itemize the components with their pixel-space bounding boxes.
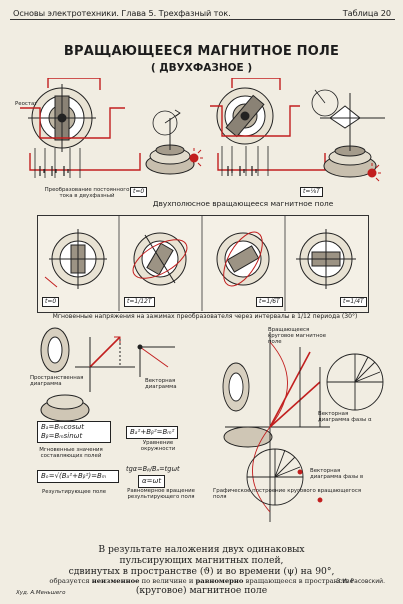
header-right: Таблица 20 [342,8,391,18]
conclusion-line-2: пульсирующих магнитных полей, [119,554,284,566]
caption-two-pole-field: Двухполюсное вращающееся магнитное поле [152,199,334,208]
label-instant-values: Мгновенные значения составляющих полей [39,447,103,460]
conclusion-4e: вращающееся в пространстве [245,577,354,586]
page-subtitle: ( ДВУХФАЗНОЕ ) [150,62,253,74]
formula-tg: tgα=Bᵦ/Bₐ=tgωt [126,465,180,473]
time-box-left: t=0 [130,187,148,197]
page-title: ВРАЩАЮЩЕЕСЯ МАГНИТНОЕ ПОЛЕ [63,44,340,59]
frame-3-time: t=1/6T [256,297,283,307]
red-sparks-right [367,163,381,182]
formula-circle: Bₐ²+Bᵦ²=Bₘ² [126,426,179,439]
red-wiring-left [20,78,141,171]
left-converter [28,84,96,152]
conclusion-line-1: В результате наложения двух одинаковых [98,544,305,555]
conclusion-line-5: (круговое) магнитное поле [135,585,268,597]
label-vector-phase-a: Векторная диаграмма фазы α [318,411,372,424]
formula-ba: Bₐ=Bₘcosωt [41,423,84,431]
frame-2 [132,232,188,286]
label-rotating-circular-field: Вращающееся круговое магнитное поле [268,327,327,346]
frame-4 [296,229,356,289]
frame-2-time: t=1/12T [124,297,155,307]
label-spatial-diagram: Пространственная диаграмма [30,375,84,388]
formula-bb: Bᵦ=Bₘsinωt [41,432,83,440]
red-sparks-left [189,148,203,167]
reostat-label: Реостат [15,101,38,107]
header-rule [10,19,395,20]
label-graphic-construction: Графическое построение кругового вращающ… [213,488,362,501]
red-wiring-right [210,78,326,171]
label-circle-equation: Уравнение окружности [140,440,176,453]
frame-4-time: t=1/4T [340,297,367,307]
mini-vector-right [311,89,339,117]
battery-left [39,166,69,176]
battery-right [227,166,257,176]
time-box-right: t=⅛T [300,187,323,197]
left-stator [145,118,195,175]
caption-converter: Преобразование постоянного тока в двухфа… [44,187,130,200]
left-spatial-diagram [40,327,135,422]
header-left: Основы электротехники. Глава 5. Трехфазн… [13,8,231,18]
label-uniform-rotation: Равномерное вращение результирующего пол… [127,488,195,501]
conclusion-text: В результате наложения двух одинаковых п… [0,544,403,597]
formula-components: Bₐ=Bₘcosωt Bᵦ=Bₘsinωt [37,421,111,443]
conclusion-line-4: образуется неизменное по величине и равн… [0,577,403,586]
artist-credit: Худ. А.Меньшего [16,590,66,596]
left-vector-diagram [137,344,175,377]
label-vector-diagram: Векторная диаграмма [145,378,177,391]
frame-3 [216,231,270,287]
lower-diagrams [40,327,384,522]
label-result-field: Результирующее поле [42,489,107,495]
formula-alpha: α=ωt [138,475,166,488]
top-machines-diagram [20,78,385,182]
right-stator [320,93,385,178]
conclusion-4a: образуется [49,577,90,586]
frame-1 [44,229,107,289]
formula-result: Bₒ=√(Bₐ²+Bᵦ²)=Bₘ [37,470,119,483]
label-vector-phase-b: Векторная диаграмма фазы в [310,468,364,481]
conclusion-4c: по величине и [141,577,194,586]
instant-voltage-frames [44,215,356,311]
conclusion-line-3: сдвинутых в пространстве (ϑ) и во времен… [68,565,335,577]
frame-1-time: t=0 [42,297,60,307]
right-field-construction [222,332,384,522]
right-converter [216,87,274,145]
instant-voltage-caption: Мгновенные напряжения на зажимах преобра… [52,313,358,320]
conclusion-4b: неизменное [91,577,140,586]
author-credit: З.И. Расовский. [336,578,386,585]
conclusion-4d: равномерно [195,577,244,586]
